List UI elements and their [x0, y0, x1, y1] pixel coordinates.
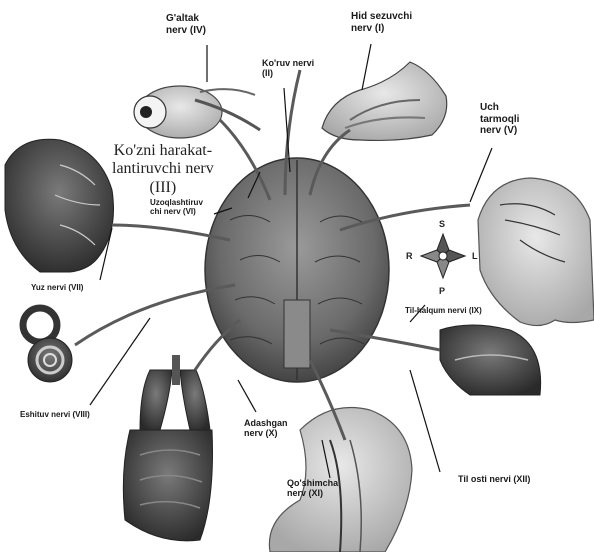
label-tilosti-nerve: Til osti nervi (XII) [458, 474, 530, 484]
compass-rose-icon [421, 234, 465, 278]
compass-label-top: S [439, 219, 445, 229]
compass-label-right: L [472, 251, 478, 261]
thoracic-organs-illustration [123, 355, 212, 541]
head-left-illustration [5, 139, 114, 272]
compass-label-left: R [406, 251, 413, 261]
nasal-cavity-illustration [322, 62, 447, 140]
inner-ear-illustration [23, 308, 72, 382]
brain-illustration [205, 158, 389, 382]
tongue-illustration [440, 325, 541, 395]
label-eshituv-nerve: Eshituv nervi (VIII) [20, 410, 90, 419]
face-right-illustration [478, 178, 594, 326]
label-koruv-nerve: Ko'ruv nervi(II) [262, 58, 314, 79]
label-tilhalqum-nerve: Til-halqum nervi (IX) [405, 306, 482, 315]
label-kozni-nerve: Ko'zni harakat-lantiruvchi nerv(III) [112, 142, 214, 197]
eye-illustration [134, 86, 260, 138]
compass-label-bottom: P [439, 286, 445, 296]
label-yuz-nerve: Yuz nervi (VII) [31, 283, 83, 292]
